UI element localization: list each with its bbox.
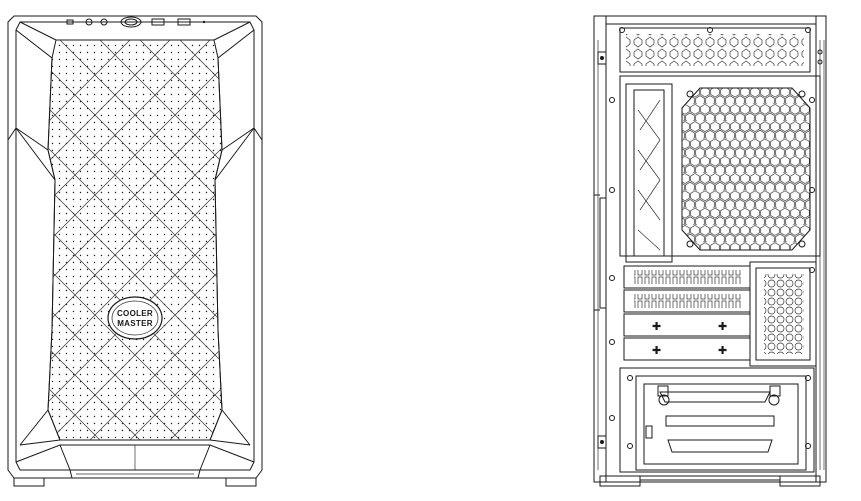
brand-logo: COOLER MASTER [107,296,163,340]
case-rear-drawing: ✚ ✚ ✚ ✚ [593,15,827,487]
led-indicator-icon [202,20,206,24]
slot-screw-icon: ✚ [718,344,727,357]
case-rear-view: ✚ ✚ ✚ ✚ [560,0,861,501]
mesh-diamond-pattern [48,40,222,440]
thumbscrew-icon [597,51,607,449]
side-vent [749,261,817,367]
top-vent [619,27,823,73]
reset-button-icon [66,19,74,25]
rear-feet [599,475,821,487]
logo-line-2: MASTER [117,319,153,328]
mic-jack-icon [100,18,108,26]
psu-screw-icon [658,394,670,406]
slot-cover [623,337,751,361]
slot-screw-icon: ✚ [652,320,661,333]
slot-screw-icon: ✚ [652,344,661,357]
rear-fan-grille [619,75,821,257]
slot-cover [623,313,751,337]
front-io-panel [66,16,206,28]
front-mesh-panel [47,39,223,441]
side-panel-handle [593,194,607,311]
usb-port-icon [151,18,165,26]
vertical-bracket [625,83,673,263]
audio-jack-icon [85,18,93,26]
expansion-slots: ✚ ✚ ✚ ✚ [623,265,751,361]
slot-screw-icon: ✚ [718,320,727,333]
case-front-drawing: COOLER MASTER [7,15,263,487]
logo-line-1: COOLER [117,309,153,318]
front-feet [13,469,257,487]
power-button-icon [120,16,142,28]
usb-port-icon [177,18,191,26]
psu-screw-icon [768,394,780,406]
psu-bay [619,367,815,473]
case-front-view: COOLER MASTER [0,0,280,501]
